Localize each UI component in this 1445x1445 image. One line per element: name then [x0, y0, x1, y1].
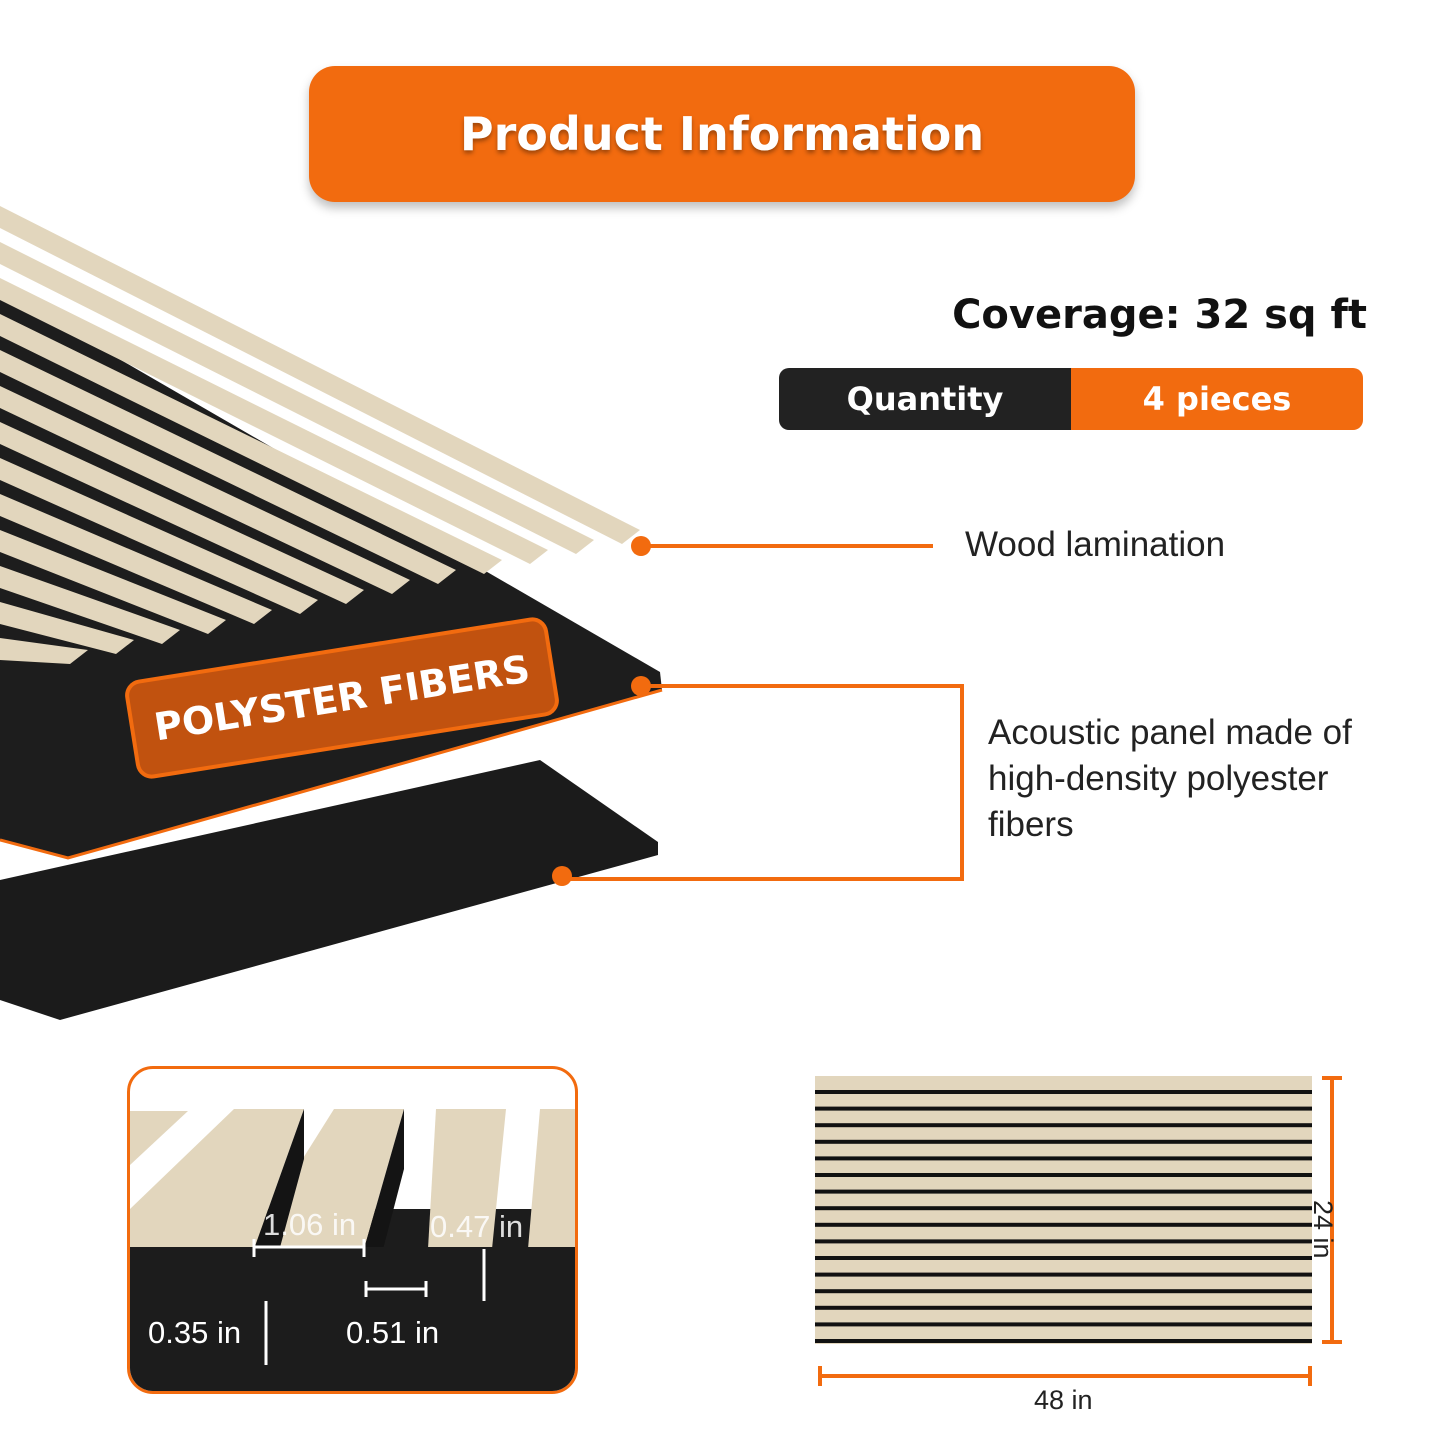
panel-grooves	[815, 1090, 1312, 1343]
height-dimension-label: 24 in	[1308, 1200, 1338, 1259]
panel-front-view	[815, 1076, 1342, 1386]
page-title: Product Information	[459, 107, 985, 161]
wood-strip	[0, 278, 548, 564]
gap-width-label: 0.51 in	[346, 1315, 440, 1350]
panel-groove	[815, 1106, 1312, 1111]
wood-strip	[0, 350, 456, 584]
panel-groove	[815, 1239, 1312, 1244]
wood-strip	[0, 242, 594, 554]
wood-strip	[0, 602, 134, 654]
panel-groove	[815, 1090, 1312, 1094]
wood-strip	[0, 530, 226, 634]
panel-groove	[815, 1322, 1312, 1327]
panel-groove	[815, 1206, 1312, 1211]
panel-leader-line	[562, 684, 964, 881]
wood-strip	[0, 566, 180, 644]
back-board	[0, 760, 658, 1020]
acoustic-panel-label: Acoustic panel made of high-density poly…	[988, 713, 1352, 844]
wood-strip	[0, 638, 88, 664]
wood-strip	[0, 422, 364, 604]
panel-groove	[815, 1189, 1312, 1194]
quantity-value: 4 pieces	[1071, 368, 1363, 430]
panel-groove	[815, 1173, 1312, 1177]
title-banner: Product Information	[309, 66, 1135, 202]
coverage-text: Coverage: 32 sq ft	[952, 292, 1367, 338]
base-thickness-label: 0.35 in	[148, 1315, 242, 1350]
slat-detail-box: 1.06 in 0.47 in 0.51 in 0.35 in	[127, 1066, 578, 1394]
quantity-label: Quantity	[779, 368, 1071, 430]
panel-groove	[815, 1222, 1312, 1227]
layer-illustration	[0, 206, 964, 1020]
slat	[528, 1109, 575, 1249]
panel-groove	[815, 1272, 1312, 1277]
panel-groove	[815, 1339, 1312, 1343]
board-dot	[552, 866, 572, 886]
slat	[130, 1111, 188, 1165]
slat-width-label: 1.06 in	[263, 1207, 357, 1242]
width-dimension-label: 48 in	[1034, 1385, 1093, 1415]
panel-groove	[815, 1305, 1312, 1310]
wood-strip	[0, 458, 318, 614]
wood-strip	[0, 314, 502, 574]
slat-height-label: 0.47 in	[430, 1209, 524, 1244]
panel-groove	[815, 1156, 1312, 1161]
felt-edge-line	[0, 688, 663, 860]
slat	[428, 1109, 506, 1249]
panel-groove	[815, 1123, 1312, 1128]
wood-strip	[0, 386, 410, 594]
panel-groove	[815, 1139, 1312, 1144]
wood-strip	[0, 206, 640, 544]
panel-groove	[815, 1256, 1312, 1260]
wood-lamination-label: Wood lamination	[965, 525, 1226, 564]
wood-strip	[0, 494, 272, 624]
panel-groove	[815, 1289, 1312, 1294]
slat	[130, 1109, 304, 1249]
slat-detail-graphic	[130, 1109, 575, 1391]
quantity-bar: Quantity 4 pieces	[779, 368, 1363, 430]
wood-strips	[0, 206, 640, 664]
